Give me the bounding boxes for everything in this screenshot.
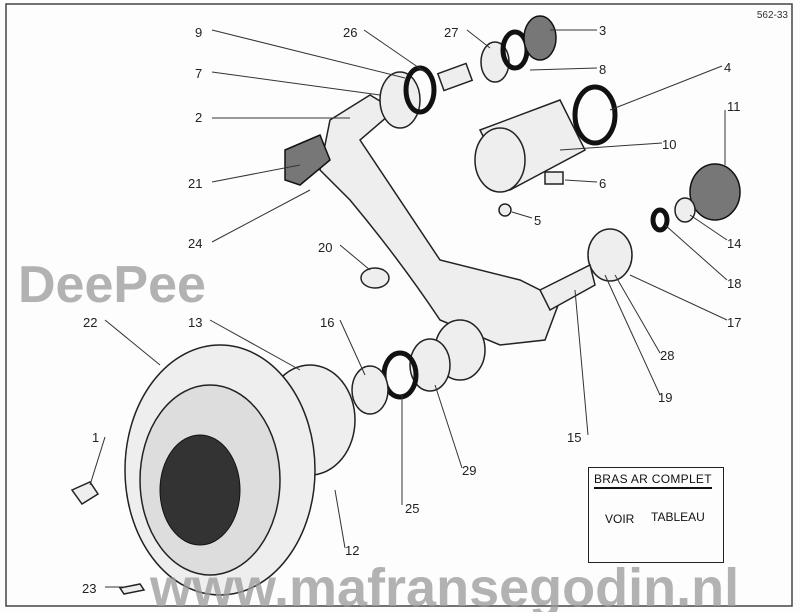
callout-15: 15 xyxy=(567,430,581,445)
callout-24: 24 xyxy=(188,236,202,251)
bolt-6 xyxy=(544,171,564,185)
callout-21: 21 xyxy=(188,176,202,191)
housing-flange xyxy=(474,127,526,193)
callout-22: 22 xyxy=(83,315,97,330)
callout-25: 25 xyxy=(405,501,419,516)
arm-bracket xyxy=(284,134,331,186)
watermark-url: www.mafransegodin.nl xyxy=(149,558,739,612)
callout-4: 4 xyxy=(724,60,731,75)
callout-12: 12 xyxy=(345,543,359,558)
watermark-name: DeePee xyxy=(18,256,206,314)
nut-14 xyxy=(674,197,696,223)
callout-8: 8 xyxy=(599,62,606,77)
callout-10: 10 xyxy=(662,137,676,152)
callout-20: 20 xyxy=(318,240,332,255)
bearing-29 xyxy=(409,338,451,392)
bearing-17 xyxy=(587,228,633,282)
callout-3: 3 xyxy=(599,23,606,38)
legend-box-title: BRAS AR COMPLET xyxy=(594,472,712,489)
callout-11: 11 xyxy=(727,99,741,114)
callout-28: 28 xyxy=(660,348,674,363)
callout-9: 9 xyxy=(195,25,202,40)
nut-4 xyxy=(572,84,618,146)
nut-5 xyxy=(498,203,512,217)
callout-26: 26 xyxy=(343,25,357,40)
callout-17: 17 xyxy=(727,315,741,330)
shaft-15 xyxy=(538,263,596,312)
washer-18 xyxy=(650,207,670,233)
bearing-16 xyxy=(351,365,389,415)
callout-29: 29 xyxy=(462,463,476,478)
callout-6: 6 xyxy=(599,176,606,191)
drum-bore xyxy=(159,434,241,546)
cap-11 xyxy=(689,163,741,221)
bushing-20 xyxy=(360,267,390,289)
legend-box-voir: VOIR xyxy=(605,512,635,526)
callout-19: 19 xyxy=(658,390,672,405)
seal-3 xyxy=(523,15,557,61)
callout-16: 16 xyxy=(320,315,334,330)
callout-7: 7 xyxy=(195,66,202,81)
legend-box-tableau: TABLEAU xyxy=(651,510,705,524)
callout-5: 5 xyxy=(534,213,541,228)
callout-23: 23 xyxy=(82,581,96,596)
callout-14: 14 xyxy=(727,236,741,251)
legend-box: BRAS AR COMPLET VOIR TABLEAU xyxy=(588,467,724,563)
bearing-7 xyxy=(379,71,421,129)
drawing-reference: 562-33 xyxy=(756,10,788,21)
frame-border xyxy=(5,3,793,607)
shaft-end xyxy=(436,62,474,92)
callout-13: 13 xyxy=(188,315,202,330)
callout-27: 27 xyxy=(444,25,458,40)
callout-2: 2 xyxy=(195,110,202,125)
nut-1 xyxy=(70,481,100,506)
leader-lines xyxy=(89,29,728,588)
screw-23 xyxy=(118,583,146,595)
callout-18: 18 xyxy=(727,276,741,291)
callout-1: 1 xyxy=(92,430,99,445)
